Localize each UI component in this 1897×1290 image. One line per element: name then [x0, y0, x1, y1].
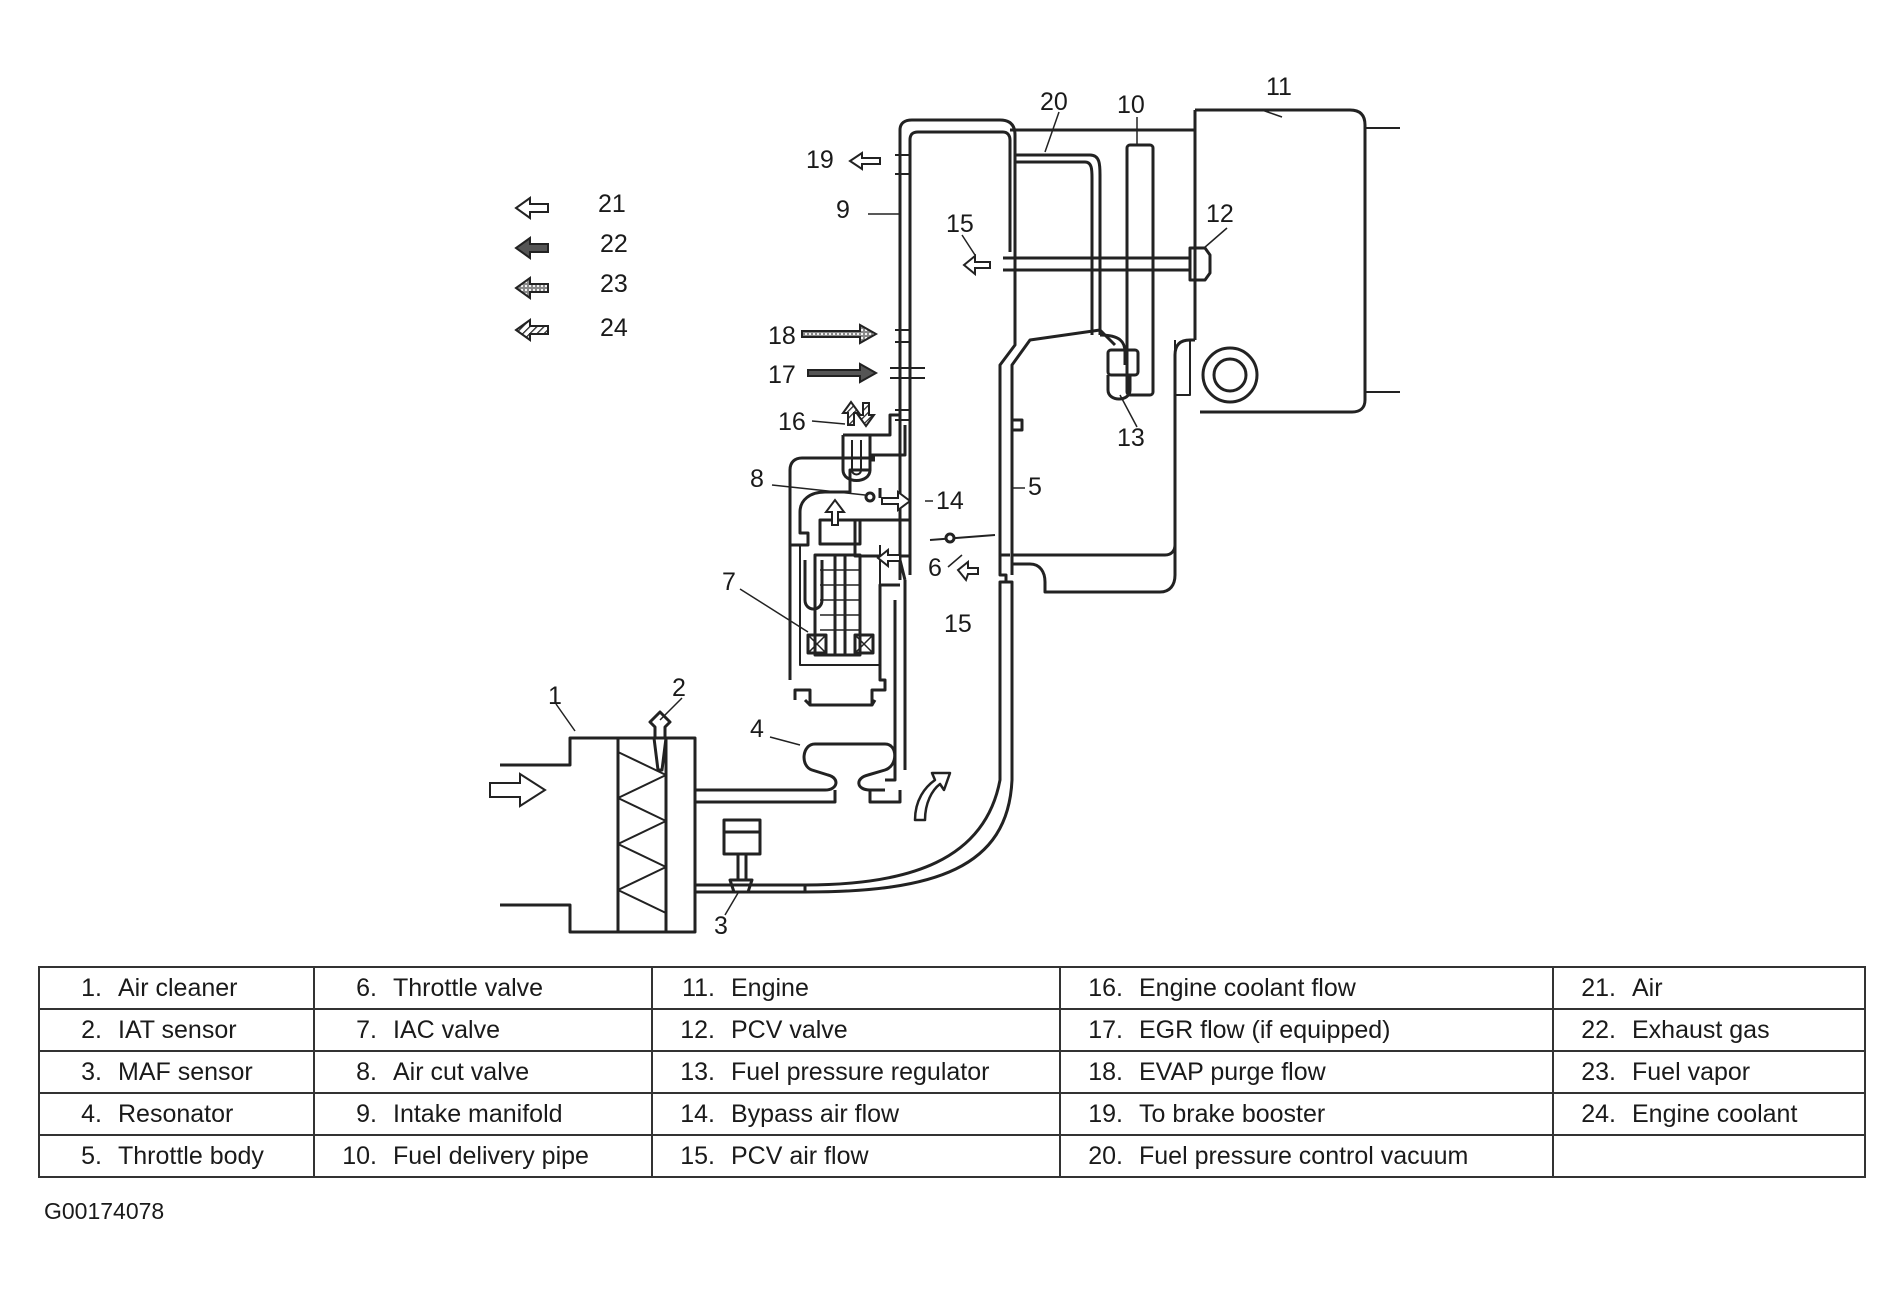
- key-label-21: 21: [598, 190, 626, 218]
- legend-cell: 4.Resonator: [38, 1092, 315, 1136]
- legend-cell: 17.EGR flow (if equipped): [1059, 1008, 1554, 1052]
- legend-row: 4.Resonator 9.Intake manifold 14.Bypass …: [38, 1092, 1866, 1136]
- legend-cell: 16.Engine coolant flow: [1059, 966, 1554, 1010]
- legend-cell: 9.Intake manifold: [313, 1092, 653, 1136]
- legend-cell: 14.Bypass air flow: [651, 1092, 1061, 1136]
- callout-15-lower: 15: [944, 610, 972, 638]
- callout-8: 8: [750, 465, 764, 493]
- callout-12: 12: [1206, 200, 1234, 228]
- callout-7: 7: [722, 568, 736, 596]
- coolant-down-arrow: [856, 402, 876, 428]
- iac-up-arrow: [824, 498, 846, 526]
- iac-valve: [788, 458, 900, 707]
- callout-2: 2: [672, 674, 686, 702]
- callout-15-upper: 15: [946, 210, 974, 238]
- iat-sensor: [648, 710, 672, 772]
- brake-booster-arrow: [848, 151, 881, 171]
- callout-18: 18: [768, 322, 796, 350]
- legend-cell: 24.Engine coolant: [1552, 1092, 1866, 1136]
- legend-row: 2.IAT sensor 7.IAC valve 12.PCV valve 17…: [38, 1008, 1866, 1052]
- legend-row: 3.MAF sensor 8.Air cut valve 13.Fuel pre…: [38, 1050, 1866, 1094]
- callout-20: 20: [1040, 88, 1068, 116]
- legend-cell: 5.Throttle body: [38, 1134, 315, 1178]
- legend-row: 1.Air cleaner 6.Throttle valve 11.Engine…: [38, 966, 1866, 1010]
- callout-14: 14: [936, 487, 964, 515]
- pcv-flow-arrow-lower: [956, 559, 979, 583]
- engine-coolant-arrow-key: [514, 318, 549, 342]
- legend-cell: 2.IAT sensor: [38, 1008, 315, 1052]
- legend-cell: 22.Exhaust gas: [1552, 1008, 1866, 1052]
- legend-cell: 20.Fuel pressure control vacuum: [1059, 1134, 1554, 1178]
- legend-cell: 21.Air: [1552, 966, 1866, 1010]
- legend-cell: 7.IAC valve: [313, 1008, 653, 1052]
- legend-cell: 1.Air cleaner: [38, 966, 315, 1010]
- legend-cell: 11.Engine: [651, 966, 1061, 1010]
- flow-arrow-key: [514, 196, 549, 342]
- maf-sensor: [694, 818, 762, 894]
- pcv-valve: [1188, 246, 1212, 282]
- coolant-up-arrow: [841, 400, 861, 426]
- legend-cell: 23.Fuel vapor: [1552, 1050, 1866, 1094]
- callout-10: 10: [1117, 91, 1145, 119]
- callout-5: 5: [1028, 473, 1042, 501]
- intake-air-arrow: [489, 772, 547, 808]
- legend-cell: 3.MAF sensor: [38, 1050, 315, 1094]
- key-label-24: 24: [600, 314, 628, 342]
- callout-11: 11: [1266, 73, 1292, 101]
- coolant-passage: [841, 413, 907, 482]
- engine: [1174, 108, 1400, 414]
- air-intake-system-diagram: 1 2 3 4 5 6 7 8 9 10 11 12 13 14 15 15 1…: [489, 73, 1400, 940]
- callout-4: 4: [750, 715, 764, 743]
- pcv-flow-arrow-upper: [962, 253, 991, 277]
- fuel-pressure-vacuum-line: [1010, 128, 1195, 335]
- legend-cell: 15.PCV air flow: [651, 1134, 1061, 1178]
- egr-arrow: [807, 362, 879, 384]
- key-label-23: 23: [600, 270, 628, 298]
- legend-cell: 8.Air cut valve: [313, 1050, 653, 1094]
- legend-row: 5.Throttle body 10.Fuel delivery pipe 15…: [38, 1134, 1866, 1178]
- resonator: [802, 742, 902, 804]
- legend-cell: 6.Throttle valve: [313, 966, 653, 1010]
- legend-cell: 12.PCV valve: [651, 1008, 1061, 1052]
- legend-cell: 10.Fuel delivery pipe: [313, 1134, 653, 1178]
- exhaust-gas-arrow-key: [514, 236, 549, 260]
- callout-1: 1: [548, 682, 562, 710]
- fuel-vapor-arrow-key: [514, 276, 549, 300]
- callout-3: 3: [714, 912, 728, 940]
- callout-19: 19: [806, 146, 834, 174]
- key-label-22: 22: [600, 230, 628, 258]
- legend-cell: [1552, 1134, 1866, 1178]
- air-arrow-key: [514, 196, 549, 220]
- callout-6: 6: [928, 554, 942, 582]
- legend-cell: 18.EVAP purge flow: [1059, 1050, 1554, 1094]
- throttle-body: [929, 252, 1195, 600]
- figure-id: G00174078: [44, 1198, 165, 1224]
- evap-purge-arrow: [801, 323, 879, 345]
- bypass-air-arrow: [881, 490, 912, 512]
- callout-16: 16: [778, 408, 806, 436]
- callout-17: 17: [768, 361, 796, 389]
- callout-13: 13: [1117, 424, 1145, 452]
- legend-cell: 19.To brake booster: [1059, 1092, 1554, 1136]
- legend-cell: 13.Fuel pressure regulator: [651, 1050, 1061, 1094]
- legend-table: 1.Air cleaner 6.Throttle valve 11.Engine…: [38, 966, 1866, 1178]
- callout-9: 9: [836, 196, 850, 224]
- iac-left-arrow: [876, 547, 901, 569]
- fuel-pressure-regulator: [1099, 333, 1140, 401]
